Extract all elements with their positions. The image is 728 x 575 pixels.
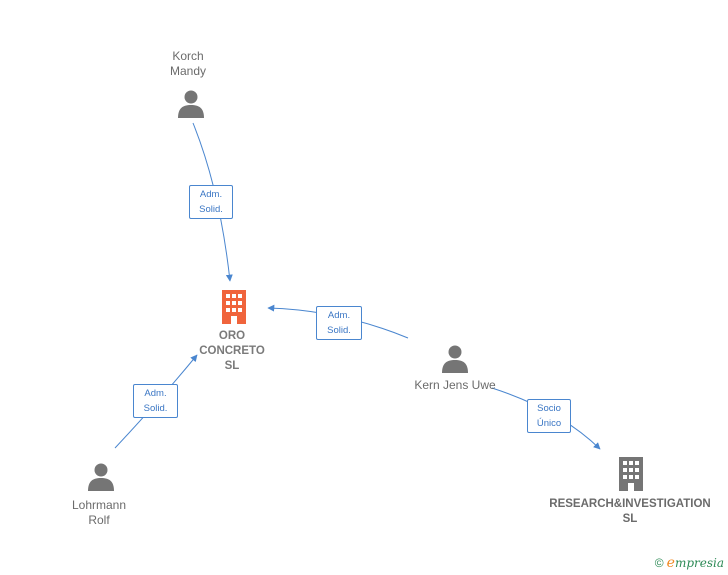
edge-label-line: Adm.: [327, 310, 351, 321]
node-label-line: Rolf: [88, 513, 110, 527]
edge-label-kern-oro[interactable]: Adm. Solid.: [316, 306, 362, 340]
node-label-line: SL: [622, 513, 638, 525]
copyright-icon: ©: [654, 556, 664, 570]
edge-label-line: Adm.: [144, 388, 167, 399]
edge-label-korch-oro[interactable]: Adm. Solid.: [189, 185, 233, 219]
node-label-korch: Korch Mandy: [158, 49, 218, 79]
node-label-line: SL: [224, 360, 240, 372]
person-icon[interactable]: [177, 89, 205, 119]
copyright-brand: © empresia: [655, 555, 724, 571]
node-label-oro-concreto: ORO CONCRETO SL: [192, 329, 272, 374]
brand-logo: empresia: [667, 555, 724, 571]
node-label-line: Mandy: [169, 64, 207, 78]
person-icon[interactable]: [87, 462, 115, 492]
edge-label-kern-research[interactable]: Socio Único: [527, 399, 571, 433]
brand-name: mpresia: [674, 556, 724, 570]
node-label-lohrmann: Lohrmann Rolf: [63, 498, 135, 528]
node-label-kern: Kern Jens Uwe: [400, 378, 510, 393]
edge-label-line: Adm.: [199, 189, 223, 200]
edge-label-line: Solid.: [199, 204, 223, 215]
node-label-research-investigation: RESEARCH&INVESTIGATION SL: [546, 497, 714, 527]
edge-label-line: Solid.: [143, 403, 168, 414]
node-label-line: ORO: [218, 330, 246, 342]
edge-label-line: Único: [536, 418, 562, 429]
building-icon[interactable]: [219, 290, 249, 324]
edge-label-line: Socio: [537, 403, 561, 414]
brand-initial: e: [666, 555, 675, 571]
node-label-line: RESEARCH&INVESTIGATION: [549, 498, 711, 510]
node-label-line: CONCRETO: [199, 345, 265, 357]
person-icon[interactable]: [441, 344, 469, 374]
node-label-line: Kern Jens Uwe: [414, 378, 496, 392]
building-icon[interactable]: [616, 457, 646, 491]
node-label-line: Lohrmann: [71, 498, 127, 512]
edge-label-line: Solid.: [327, 325, 351, 336]
node-label-line: Korch: [172, 49, 204, 63]
edge-label-lohrmann-oro[interactable]: Adm. Solid.: [133, 384, 178, 418]
